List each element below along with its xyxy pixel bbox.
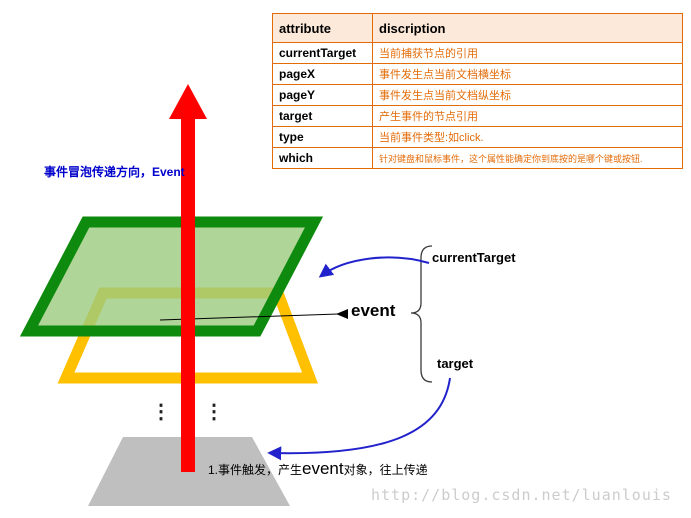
- table-row: currentTarget 当前捕获节点的引用: [272, 42, 683, 64]
- trigger-note-prefix: 1.事件触发，产生: [208, 463, 303, 477]
- green-layer: [19, 216, 324, 337]
- attribute-table: attribute discription currentTarget 当前捕获…: [272, 13, 683, 169]
- trigger-note: 1.事件触发，产生event对象，往上传递: [208, 459, 428, 479]
- attribute-cell: currentTarget: [272, 42, 373, 64]
- description-cell: 事件发生点当前文档纵坐标: [372, 84, 683, 106]
- event-label: event: [351, 301, 396, 320]
- description-cell: 针对键盘和鼠标事件，这个属性能确定你到底按的是哪个键或按钮.: [372, 147, 683, 169]
- col-header-discription: discription: [372, 13, 683, 43]
- attribute-cell: target: [272, 105, 373, 127]
- table-row: target 产生事件的节点引用: [272, 105, 683, 127]
- attribute-cell: pageY: [272, 84, 373, 106]
- target-label: target: [437, 356, 474, 371]
- ellipsis-dots-right: ⋮: [204, 401, 224, 423]
- description-cell: 当前事件类型:如click.: [372, 126, 683, 148]
- attribute-cell: type: [272, 126, 373, 148]
- table-row: pageY 事件发生点当前文档纵坐标: [272, 84, 683, 106]
- target-pointer: [267, 377, 451, 461]
- labels-brace: [410, 245, 433, 383]
- description-cell: 产生事件的节点引用: [372, 105, 683, 127]
- attribute-cell: which: [272, 147, 373, 169]
- bubble-direction-label: 事件冒泡传递方向，Event: [44, 165, 185, 179]
- table-header-row: attribute discription: [272, 13, 683, 43]
- red-bubble-arrow: [169, 84, 207, 472]
- trigger-note-suffix: 对象，往上传递: [343, 463, 428, 477]
- table-row: type 当前事件类型:如click.: [272, 126, 683, 148]
- trigger-note-event: event: [302, 459, 344, 478]
- ellipsis-dots-left: ⋮: [151, 401, 171, 423]
- description-cell: 事件发生点当前文档横坐标: [372, 63, 683, 85]
- current-target-pointer: [318, 256, 430, 278]
- watermark-url: http://blog.csdn.net/luanlouis: [371, 486, 672, 504]
- col-header-attribute: attribute: [272, 13, 373, 43]
- table-row: pageX 事件发生点当前文档横坐标: [272, 63, 683, 85]
- event-pointer-arrowhead: [336, 309, 348, 319]
- table-row: which 针对键盘和鼠标事件，这个属性能确定你到底按的是哪个键或按钮.: [272, 147, 683, 169]
- current-target-label: currentTarget: [432, 250, 516, 265]
- attribute-cell: pageX: [272, 63, 373, 85]
- description-cell: 当前捕获节点的引用: [372, 42, 683, 64]
